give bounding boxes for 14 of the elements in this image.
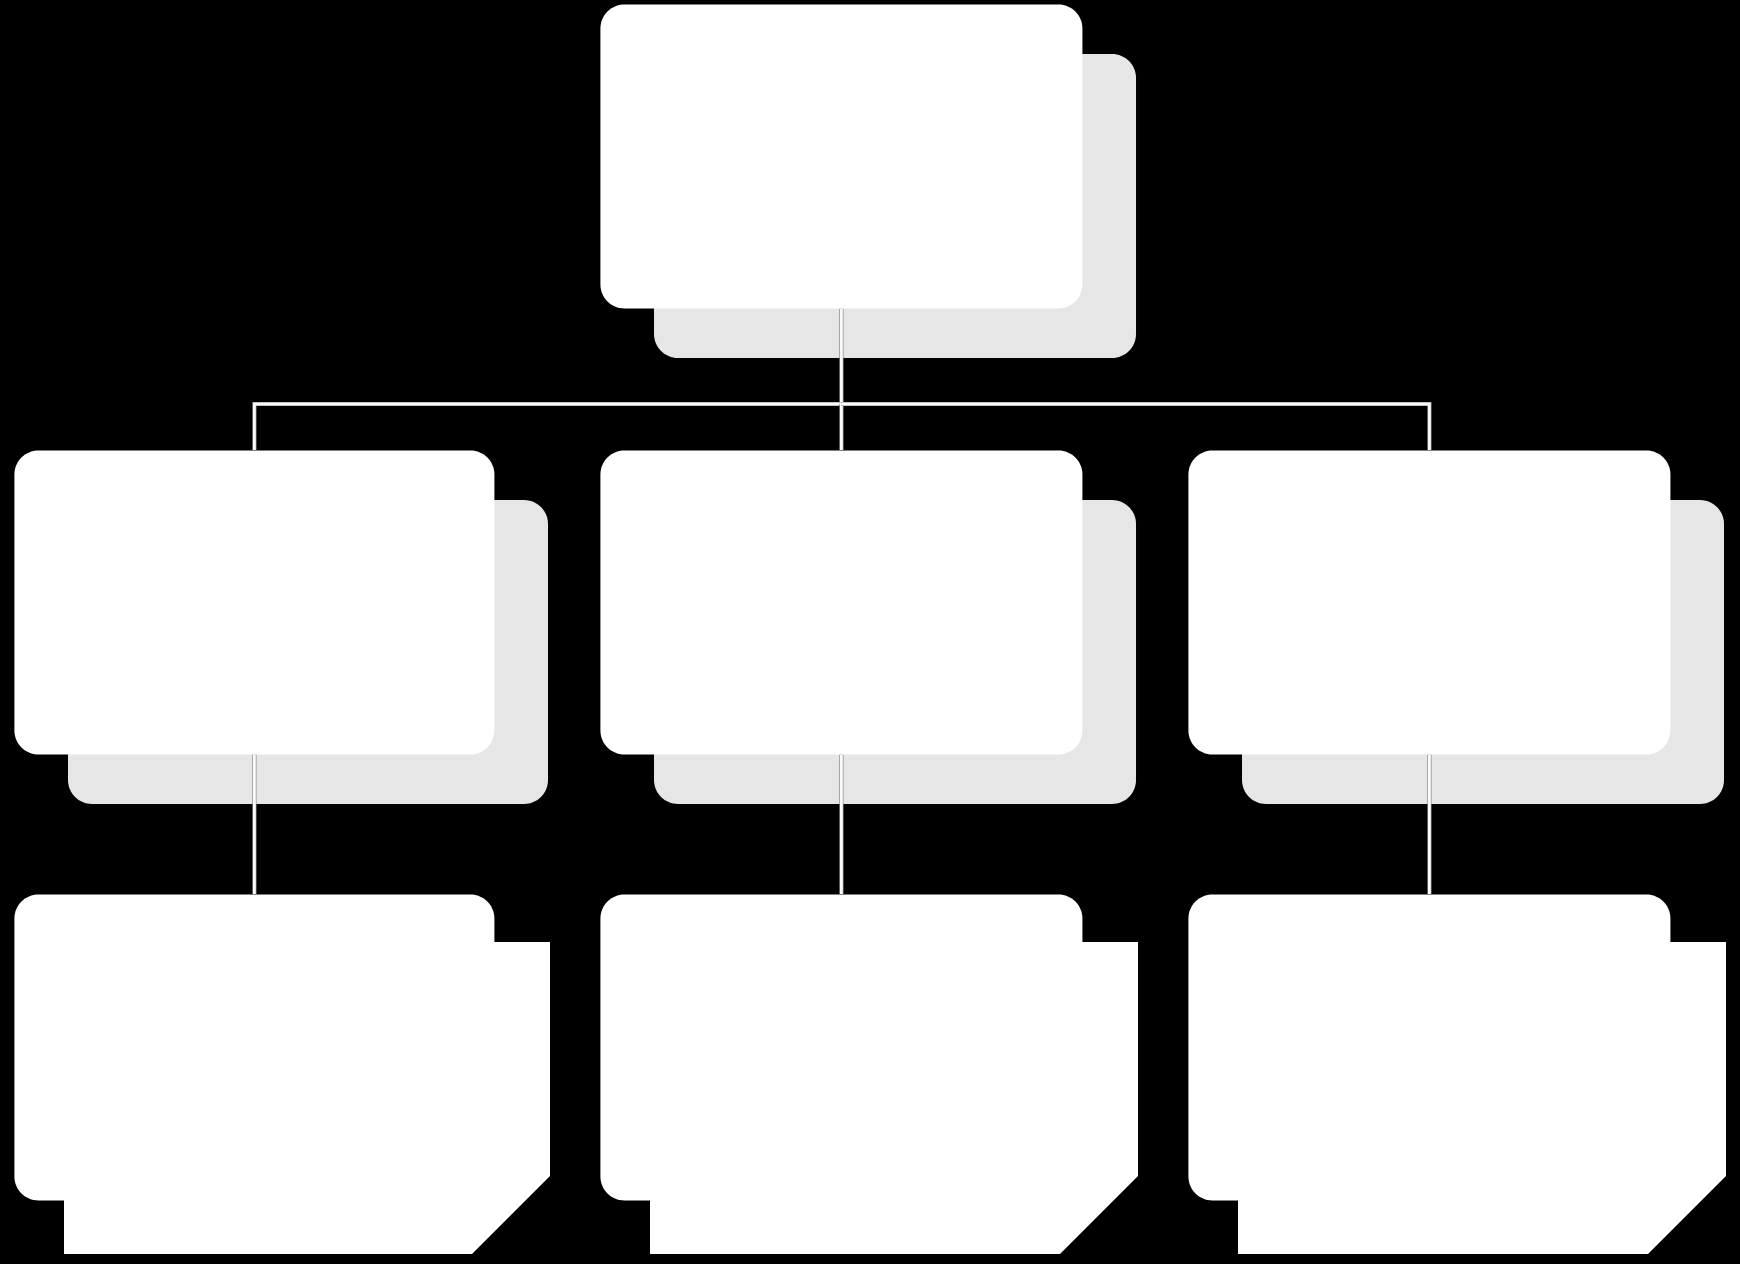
stacked-card [14, 894, 550, 1254]
connector-line [839, 308, 844, 404]
connector-line [252, 754, 257, 894]
connector-line [841, 401, 1432, 450]
connector-line [1427, 754, 1432, 894]
connector-line [839, 754, 844, 894]
stacked-card [600, 4, 1136, 358]
stacked-card [1188, 450, 1724, 804]
connector-line [839, 404, 844, 450]
stacked-card [14, 450, 548, 804]
stacked-card [600, 894, 1138, 1254]
stacked-card [600, 450, 1136, 804]
stacked-card [1188, 894, 1726, 1254]
connector-line [252, 401, 842, 450]
